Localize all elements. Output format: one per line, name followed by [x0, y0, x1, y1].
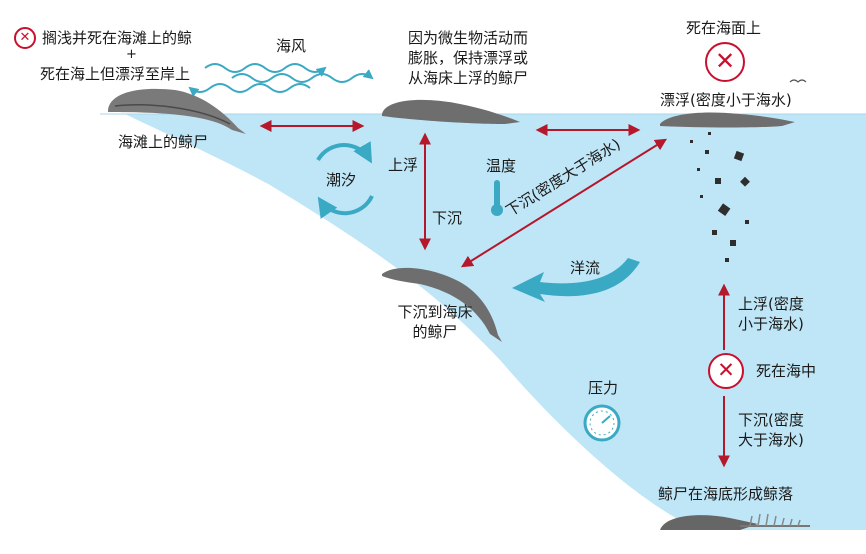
bloated-whale: [382, 99, 520, 124]
microbe-line3: 从海床上浮的鲸尸: [407, 69, 528, 87]
current-label: 洋流: [570, 259, 601, 277]
beach-carcass-label: 海滩上的鲸尸: [118, 133, 209, 151]
legend-line2: 死在海上但漂浮至岸上: [40, 65, 191, 83]
sink-right-line1: 下沉(密度: [738, 411, 804, 429]
microbe-label: 因为微生物活动而 膨胀，保持漂浮或 从海床上浮的鲸尸: [388, 28, 548, 88]
x-sea-icon: ✕: [708, 353, 744, 389]
whale-fall-skeleton: [660, 513, 810, 530]
temperature-label: 温度: [486, 157, 517, 175]
wind-waves: [188, 63, 374, 97]
die-at-surface-label: 死在海面上: [686, 19, 762, 37]
rise-right-line2: 小于海水): [738, 315, 804, 333]
microbe-line2: 膨胀，保持漂浮或: [407, 49, 528, 67]
legend-line1: 搁浅并死在海滩上的鲸: [42, 29, 193, 47]
ocean-current-arrow: [512, 258, 640, 302]
die-in-sea-label: 死在海中: [756, 362, 817, 380]
sunk-floor-label: 下沉到海床 的鲸尸: [380, 302, 490, 342]
pressure-label: 压力: [588, 379, 619, 397]
tide-label: 潮汐: [326, 171, 357, 189]
tide-cycle-icon: [316, 141, 374, 219]
beach-whale: [108, 88, 246, 134]
sunk-floor-line1: 下沉到海床: [397, 303, 473, 321]
floating-whale: [660, 112, 795, 128]
x-legend-icon: ✕: [14, 27, 36, 49]
wind-label: 海风: [276, 37, 307, 55]
floating-label: 漂浮(密度小于海水): [660, 91, 792, 109]
sunk-whale: [382, 267, 502, 342]
diagonal-arrow: [460, 138, 668, 268]
pressure-gauge-icon: [583, 404, 621, 442]
sea-region: [125, 114, 866, 530]
bird-icon: [789, 79, 807, 83]
sink-label: 下沉: [432, 209, 463, 227]
decomposing-particles: [690, 132, 750, 262]
rise-right-line1: 上浮(密度: [738, 295, 804, 313]
thermometer-icon: [491, 180, 503, 216]
x-surface-icon: ✕: [705, 42, 745, 82]
sunk-floor-line2: 的鲸尸: [412, 323, 458, 341]
whale-fall-label: 鲸尸在海底形成鲸落: [658, 485, 794, 503]
sink-right-label: 下沉(密度 大于海水): [738, 410, 804, 450]
rise-label: 上浮: [388, 156, 419, 174]
microbe-line1: 因为微生物活动而: [407, 29, 528, 47]
rise-right-label: 上浮(密度 小于海水): [738, 294, 804, 334]
legend-plus: +: [126, 47, 137, 62]
sink-right-line2: 大于海水): [738, 431, 804, 449]
